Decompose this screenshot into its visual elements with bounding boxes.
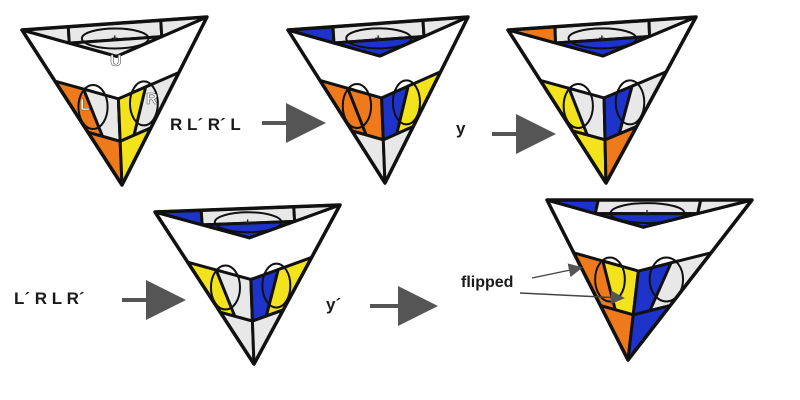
center-mark: + xyxy=(111,31,118,45)
side-oval xyxy=(341,83,373,130)
center-oval xyxy=(213,211,283,234)
center-mark: + xyxy=(598,31,605,45)
state-after-seq2: + xyxy=(153,203,342,366)
puzzle-outline xyxy=(20,15,209,187)
side-oval xyxy=(562,83,594,130)
state-final: + xyxy=(545,198,754,362)
side-oval xyxy=(391,79,421,126)
side-oval xyxy=(648,256,685,303)
face-label-left: L xyxy=(80,97,90,114)
puzzle-outline xyxy=(506,15,698,185)
face-label-up: U xyxy=(110,53,122,70)
center-oval xyxy=(609,202,686,225)
flipped-pointer-1 xyxy=(531,263,583,279)
state-after-seq1: + xyxy=(286,15,470,185)
side-oval xyxy=(128,80,159,127)
rotation-y: y xyxy=(456,119,466,138)
puzzle-outline xyxy=(545,198,754,362)
side-oval xyxy=(261,262,292,309)
puzzle-outline xyxy=(153,203,342,366)
center-mark: + xyxy=(375,31,382,45)
center-oval xyxy=(80,27,150,50)
move-sequence-2: L´ R L R´ xyxy=(14,289,85,308)
face-label-right: R xyxy=(146,91,158,108)
side-oval xyxy=(77,83,109,130)
side-oval xyxy=(594,256,626,303)
puzzle-outline xyxy=(286,15,470,185)
move-sequence-1: R L´ R´ L xyxy=(170,115,241,134)
flipped-pointer-2 xyxy=(519,290,625,305)
side-oval xyxy=(209,264,242,311)
flipped-label: flipped xyxy=(461,274,513,291)
center-mark: + xyxy=(643,206,650,220)
state-start: + xyxy=(20,15,209,187)
center-oval xyxy=(567,27,638,50)
center-mark: + xyxy=(244,215,251,229)
side-oval xyxy=(614,79,646,126)
rotation-y-prime: y´ xyxy=(326,295,341,314)
center-oval xyxy=(345,27,413,50)
state-after-y: + xyxy=(506,15,698,185)
